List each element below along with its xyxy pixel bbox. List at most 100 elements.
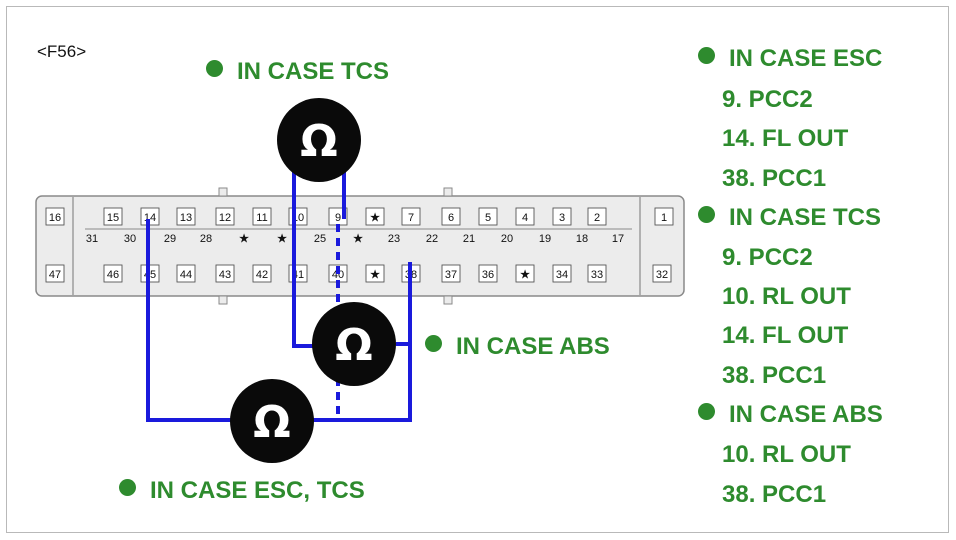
pin-cell: 33 xyxy=(587,264,607,283)
ohm-icon: Ω xyxy=(300,116,337,167)
wire-tcs-left xyxy=(292,165,316,348)
legend-heading: IN CASE ESC xyxy=(698,45,882,73)
pin-cell: 4 xyxy=(515,207,535,226)
pin-number: 22 xyxy=(426,233,438,245)
pin-number: 36 xyxy=(482,269,494,281)
pin-cell: 32 xyxy=(652,264,672,283)
pin-cell: 16 xyxy=(45,207,65,226)
pin-cell: 3 xyxy=(552,207,572,226)
pin-cell: ★ xyxy=(353,233,363,245)
legend-item: 38. PCC1 xyxy=(722,481,827,508)
bullet-icon xyxy=(206,60,223,77)
pin-cell: 31 xyxy=(86,233,98,245)
pin-number: 2 xyxy=(594,212,600,224)
pin-number: 3 xyxy=(559,212,565,224)
pin-cell: 1 xyxy=(654,207,674,226)
pin-number: 46 xyxy=(107,269,119,281)
legend-item: 10. RL OUT xyxy=(722,441,851,468)
pin-number: 13 xyxy=(180,212,192,224)
pin-cell: 15 xyxy=(103,207,123,226)
pin-number: 12 xyxy=(219,212,231,224)
ohm-icon: Ω xyxy=(253,397,290,448)
pin-cell: 20 xyxy=(501,233,513,245)
pin-number: 9 xyxy=(335,212,341,224)
bullet-icon xyxy=(698,206,715,223)
pin-number: 11 xyxy=(256,212,267,224)
pin-number: 33 xyxy=(591,269,603,281)
pin-cell: 28 xyxy=(200,233,212,245)
pin-cell: 6 xyxy=(441,207,461,226)
connector-tab xyxy=(218,295,228,305)
label-text: IN CASE ESC, TCS xyxy=(150,477,365,504)
pin-number: 43 xyxy=(219,269,231,281)
bullet-icon xyxy=(698,403,715,420)
pin-cell: 21 xyxy=(463,233,475,245)
pin-cell: ★ xyxy=(239,233,249,245)
pin-cell: ★ xyxy=(365,207,385,226)
label-in-case-esc-tcs: IN CASE ESC, TCS xyxy=(119,477,365,505)
label-text: IN CASE ABS xyxy=(456,333,610,360)
pin-number: 19 xyxy=(539,233,551,245)
meter-circle xyxy=(277,98,361,182)
pin-cell: 22 xyxy=(426,233,438,245)
pin-number: 7 xyxy=(408,212,414,224)
pin-number: 29 xyxy=(164,233,176,245)
pin-cell: 12 xyxy=(215,207,235,226)
legend-heading: IN CASE ABS xyxy=(698,401,883,429)
unused-pin-icon: ★ xyxy=(520,269,530,281)
pin-number: 20 xyxy=(501,233,513,245)
pin-cell: 23 xyxy=(388,233,400,245)
meter-circle xyxy=(312,302,396,386)
pin-cell: 36 xyxy=(478,264,498,283)
pin-number: 40 xyxy=(332,269,344,281)
ohmmeter-abs: Ω xyxy=(312,302,396,386)
legend-item: 38. PCC1 xyxy=(722,165,827,192)
pin-number: 15 xyxy=(107,212,119,224)
connector-tab xyxy=(443,295,453,305)
pin-cell: 29 xyxy=(164,233,176,245)
legend-item: 10. RL OUT xyxy=(722,283,851,310)
label-in-case-abs: IN CASE ABS xyxy=(425,333,610,361)
pin-cell: ★ xyxy=(365,264,385,283)
pin-number: 23 xyxy=(388,233,400,245)
bullet-icon xyxy=(698,47,715,64)
legend-text: IN CASE ABS xyxy=(729,401,883,428)
pin-number: 30 xyxy=(124,233,136,245)
diagram-frame xyxy=(6,6,949,533)
label-text: IN CASE TCS xyxy=(237,58,390,85)
probe-wires xyxy=(146,165,412,422)
bullet-icon xyxy=(425,335,442,352)
connector-tab xyxy=(218,187,228,197)
pin-cell: 18 xyxy=(576,233,588,245)
pin-number: 1 xyxy=(661,212,667,224)
pin-number: 32 xyxy=(656,269,668,281)
unused-pin-icon: ★ xyxy=(370,269,380,281)
pin-number: 47 xyxy=(49,269,61,281)
unused-pin-icon: ★ xyxy=(370,212,380,224)
unused-pin-icon: ★ xyxy=(277,233,287,245)
pin-number: 34 xyxy=(556,269,568,281)
pin-cell: 42 xyxy=(252,264,272,283)
pin-cell: 37 xyxy=(441,264,461,283)
pin-cell: 11 xyxy=(252,207,272,226)
pin-number: 25 xyxy=(314,233,326,245)
pin-cell: ★ xyxy=(515,264,535,283)
pin-cell: 2 xyxy=(587,207,607,226)
pin-cell: 13 xyxy=(176,207,196,226)
ohmmeter-tcs: Ω xyxy=(277,98,361,182)
connector-tab xyxy=(443,187,453,197)
bullet-icon xyxy=(119,479,136,496)
pin-number: 37 xyxy=(445,269,457,281)
unused-pin-icon: ★ xyxy=(353,233,363,245)
legend-text: IN CASE TCS xyxy=(729,204,882,231)
pin-cell: 43 xyxy=(215,264,235,283)
pin-number: 28 xyxy=(200,233,212,245)
pin-cell: 46 xyxy=(103,264,123,283)
pin-cell: 34 xyxy=(552,264,572,283)
connector-id: <F56> xyxy=(37,42,87,61)
ohmmeter-esc-tcs: Ω xyxy=(230,379,314,463)
pin-cell: 41 xyxy=(288,264,308,283)
meter-circle xyxy=(230,379,314,463)
pin-cell: 10 xyxy=(288,207,308,226)
